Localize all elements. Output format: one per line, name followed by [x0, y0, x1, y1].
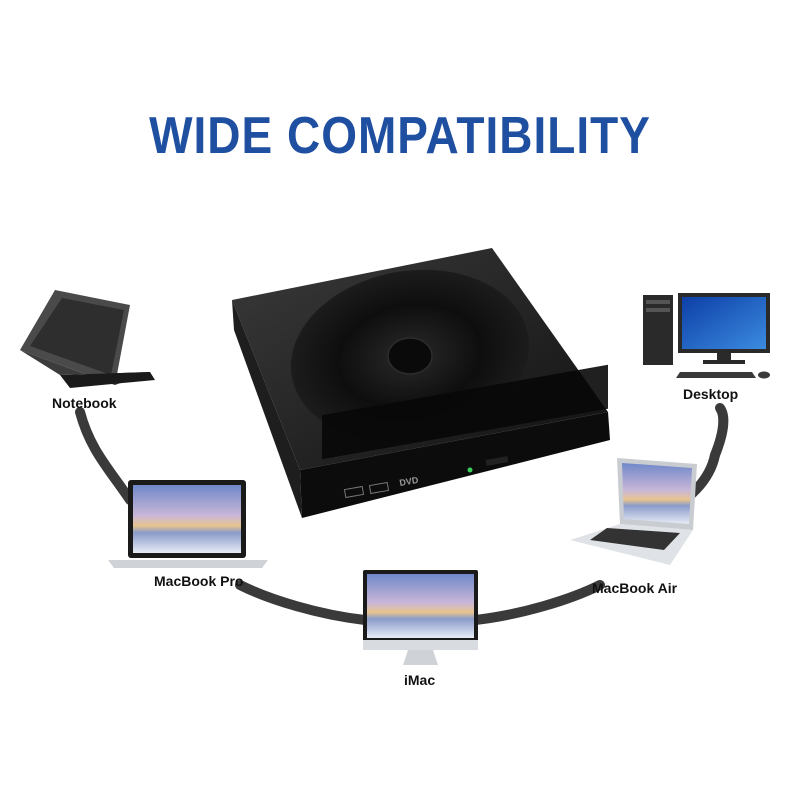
media-logo-1	[343, 485, 365, 499]
page-title: WIDE COMPATIBILITY	[149, 105, 651, 165]
cable-desktop	[710, 403, 729, 460]
media-logo-2	[368, 481, 390, 495]
macbook-pro-label: MacBook Pro	[154, 573, 244, 589]
imac-label: iMac	[404, 672, 436, 688]
imac-device	[363, 570, 478, 665]
dvd-logo: DVD	[399, 475, 420, 488]
external-dvd-drive: DVD	[232, 248, 610, 518]
notebook-label: Notebook	[52, 395, 117, 411]
cable-macbook-pro	[235, 580, 370, 625]
eject-button	[485, 456, 509, 466]
macbook-air-label: MacBook Air	[592, 580, 678, 596]
tray-slot	[322, 364, 608, 460]
macbook-pro-device	[108, 480, 268, 568]
drive-front	[300, 412, 610, 518]
desktop-device	[643, 293, 770, 379]
desktop-label: Desktop	[683, 386, 739, 402]
notebook-device	[20, 290, 155, 388]
cable-imac	[470, 580, 605, 625]
disc-hub	[387, 337, 433, 375]
led-indicator	[467, 467, 473, 473]
macbook-air-device	[570, 458, 697, 565]
cable-notebook	[75, 407, 135, 505]
drive-side	[232, 300, 302, 518]
